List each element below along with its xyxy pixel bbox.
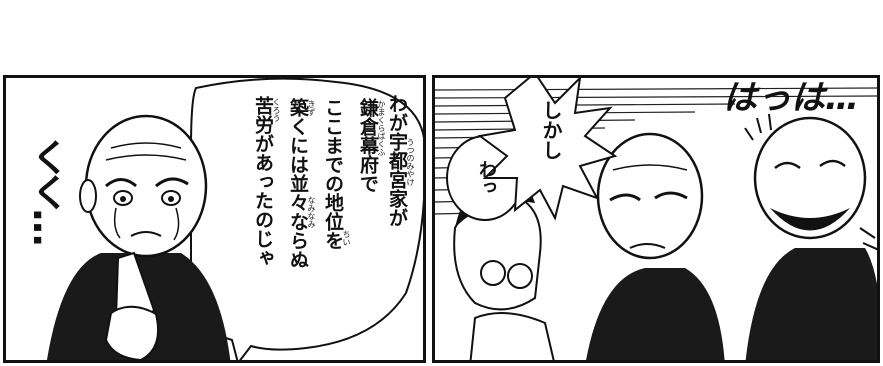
left-manga-panel: く く … わが宇都宮家が 鎌倉幕府で ここまでの地位を 築くには並々ならぬ 苦… — [3, 75, 426, 363]
speech-line-1: わが宇都宮家が — [386, 94, 408, 227]
speech-line-2: 鎌倉幕府で — [357, 98, 379, 193]
ruby-kizu: きず — [307, 100, 316, 116]
ruby-naminami: なみなみ — [307, 196, 316, 228]
laughing-monk-illustration — [435, 78, 877, 360]
ruby-utsunomiyake: うつのみやけ — [406, 138, 415, 186]
shout-shikashi: しかし — [539, 100, 563, 160]
speech-line-3: ここまでの地位を — [322, 98, 344, 250]
ruby-kamakura-bakufu: かまくらばくふ — [377, 100, 386, 156]
speech-line-4: 築くには並々ならぬ — [287, 98, 309, 269]
ruby-kurou: くろう — [272, 98, 281, 122]
right-manga-panel: しかし わっ はっは… — [432, 75, 880, 363]
sfx-laughing: はっは… — [723, 78, 859, 118]
ruby-chii: ちい — [342, 230, 351, 246]
monk-illustration — [47, 78, 423, 360]
sfx-sobbing: く く … — [25, 138, 69, 239]
exclamation-wa: わっ — [476, 160, 497, 196]
speech-line-5: 苦労があったのじゃ — [252, 96, 274, 267]
